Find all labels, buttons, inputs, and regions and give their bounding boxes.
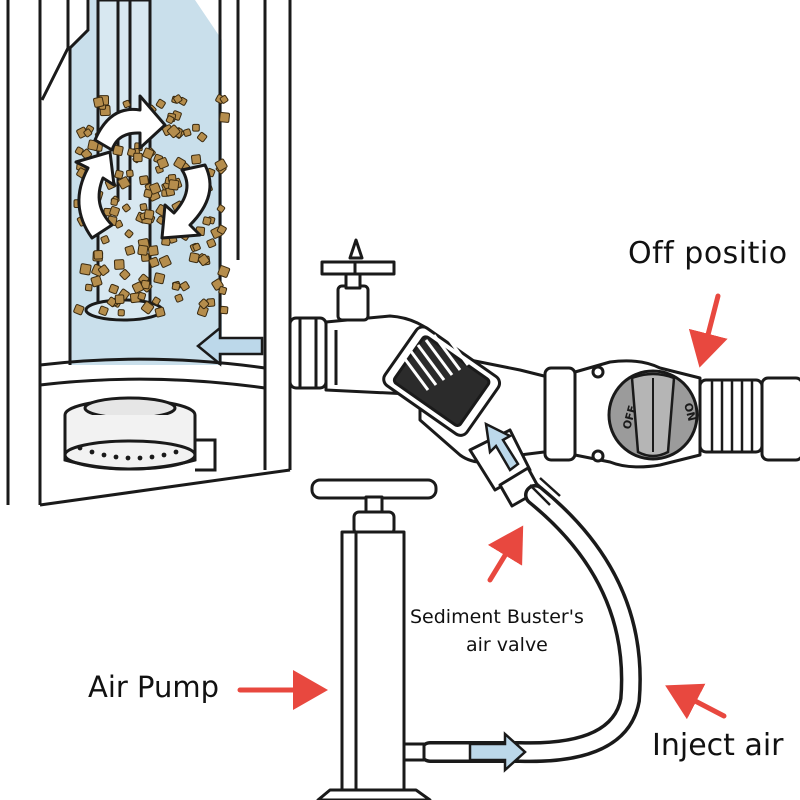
sediment-particle <box>148 256 160 268</box>
sediment-particle <box>197 253 210 266</box>
knob-on-text: ON <box>681 401 698 422</box>
sediment-particle <box>197 131 208 143</box>
sediment-particle <box>167 124 181 138</box>
sediment-particle <box>219 111 231 123</box>
burner-holes <box>77 445 179 461</box>
sediment-particle <box>79 263 92 276</box>
sediment-particle <box>122 203 131 213</box>
sediment-particle <box>126 169 134 178</box>
sediment-particle <box>219 305 229 315</box>
air-hose-inner <box>422 487 639 760</box>
sediment-particle <box>202 216 212 226</box>
sediment-particle <box>218 286 228 295</box>
off-position-label: Off positio <box>628 236 788 271</box>
sediment-particle <box>122 99 131 109</box>
swirl-arrows <box>74 94 212 240</box>
air-pump <box>310 478 438 800</box>
sediment-particle <box>173 94 183 104</box>
sediment-particle <box>114 294 125 305</box>
sediment-particle <box>165 115 175 124</box>
knob-off-text: OFF <box>620 404 639 431</box>
air-pump-label: Air Pump <box>88 670 220 704</box>
sediment-particle <box>149 182 162 195</box>
sediment-particle <box>137 244 149 256</box>
sediment-particle <box>100 235 110 245</box>
sediment-particle <box>73 304 85 316</box>
sediment-particle <box>143 188 153 199</box>
sediment-particle <box>143 209 155 220</box>
sediment-particle <box>139 203 148 211</box>
sediment-particle <box>117 309 125 317</box>
sediment-particle <box>198 298 210 310</box>
sediment-particle <box>158 255 172 268</box>
sediment-particle <box>93 249 104 260</box>
outflow-arrow <box>196 325 264 367</box>
sediment-particle <box>110 198 119 206</box>
sediment-particle <box>113 259 125 270</box>
air-valve-label-line2: air valve <box>466 634 548 656</box>
sediment-particle <box>106 296 117 307</box>
sediment-particle <box>119 269 131 280</box>
sediment-particle <box>117 176 131 190</box>
sediment-particle <box>217 265 231 278</box>
sediment-particle <box>171 281 181 291</box>
sediment-particle <box>153 272 166 285</box>
sediment-particle <box>108 283 119 295</box>
sediment-particle <box>139 175 149 186</box>
sediment-buster <box>382 325 800 508</box>
sediment-particle <box>154 306 166 318</box>
sediment-particle <box>183 128 192 137</box>
sediment-particle <box>84 283 93 292</box>
hose-clamp <box>529 477 561 506</box>
sediment-particle <box>173 156 186 170</box>
hose-connector-threads <box>710 380 754 452</box>
sediment-particle <box>124 245 136 256</box>
sediment-particle <box>192 123 200 132</box>
sediment-particle <box>214 158 228 172</box>
sediment-particle <box>152 296 161 306</box>
sediment-particle <box>179 281 190 292</box>
inject-air-label: Inject air <box>652 728 784 763</box>
sediment-particle <box>216 204 226 213</box>
sediment-particle <box>174 293 184 303</box>
sediment-particle <box>124 229 134 239</box>
sediment-particle <box>133 152 143 163</box>
sediment-particle <box>219 95 229 104</box>
sediment-particle <box>93 96 105 108</box>
sediment-particle <box>109 206 120 217</box>
air-valve-label-line1: Sediment Buster's <box>410 606 584 628</box>
sediment-particle <box>188 252 200 264</box>
air-flow-arrow <box>484 421 520 472</box>
hose-flow-arrow <box>468 731 527 773</box>
sediment-particle <box>114 219 124 229</box>
sediment-particle <box>98 305 109 316</box>
sediment-particle <box>97 264 110 276</box>
sediment-particle <box>192 242 201 252</box>
sediment-particle <box>168 179 180 191</box>
sediment-particle <box>206 238 217 249</box>
sediment-particle <box>141 301 155 315</box>
sediment-particle <box>114 169 124 180</box>
sediment-particle <box>147 245 159 257</box>
valve-knob: OFF ON <box>607 369 699 461</box>
sediment-particle <box>155 98 166 109</box>
sediment-particle <box>90 275 103 288</box>
sediment-particle <box>142 147 155 160</box>
sediment-particle <box>156 157 169 170</box>
red-pointer-arrows <box>237 293 728 720</box>
sediment-particle <box>137 291 147 301</box>
sediment-particle <box>83 128 93 138</box>
sediment-particle <box>216 224 227 235</box>
sediment-particle <box>190 154 202 165</box>
sediment-particle <box>131 281 144 294</box>
